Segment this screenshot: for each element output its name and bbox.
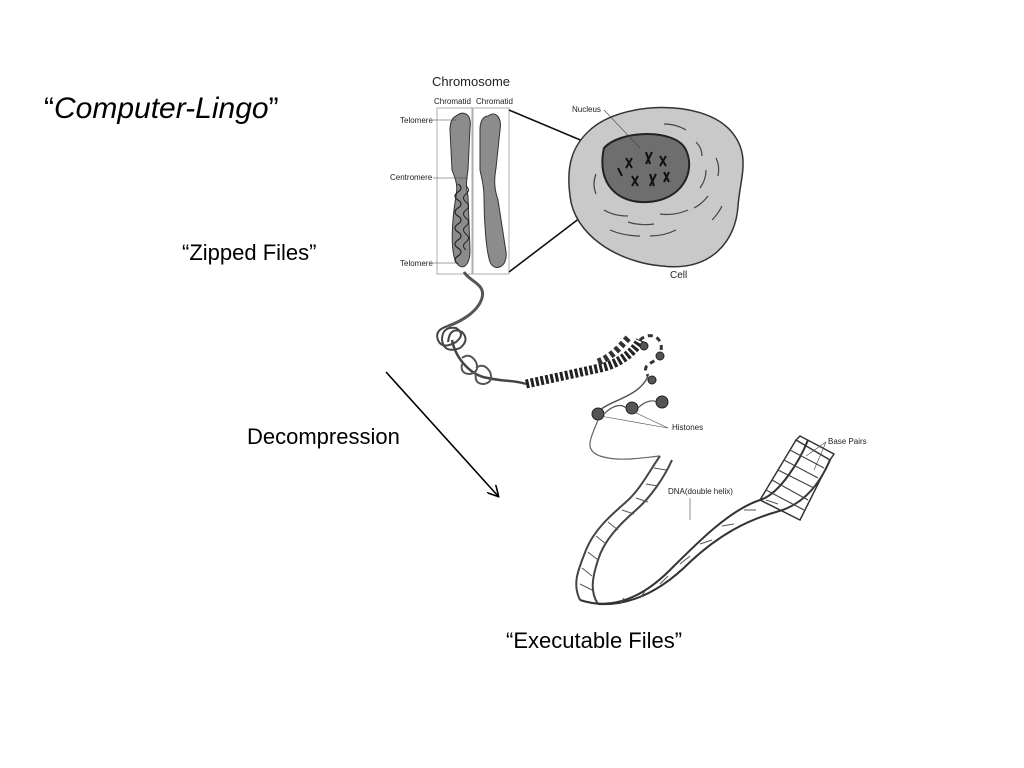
- decompression-label: Decompression: [247, 424, 400, 449]
- chromatin-fiber: Histones: [436, 271, 703, 460]
- chromatid-right: [479, 113, 507, 268]
- chromosome-label: Chromosome: [432, 74, 510, 89]
- telomere-bottom-label: Telomere: [400, 259, 433, 268]
- title-close-quote: ”: [268, 92, 279, 125]
- base-pairs-label: Base Pairs: [828, 437, 867, 446]
- nucleosomes: [591, 341, 669, 421]
- chromatid-left-box: [436, 107, 473, 275]
- base-pair-rungs: [579, 467, 779, 605]
- dna-double-helix: DNA(double helix) Base Pairs: [575, 435, 867, 606]
- chromatid-right-label: Chromatid: [476, 97, 513, 106]
- chromatid-right-box: [472, 107, 510, 275]
- telomere-top-label: Telomere: [400, 116, 433, 125]
- cell-label: Cell: [670, 270, 687, 281]
- chromatin-coil: [454, 183, 462, 265]
- ladder-rungs: [765, 449, 825, 511]
- dna-label: DNA(double helix): [668, 487, 733, 496]
- histones-label: Histones: [672, 423, 703, 432]
- slide-title: “Computer-Lingo”: [44, 92, 279, 126]
- nucleus-chromosomes: [617, 151, 670, 187]
- nucleus: [601, 133, 691, 204]
- chromosome: Chromosome Chromatid Chromatid Telomere …: [390, 74, 513, 275]
- nucleus-label: Nucleus: [572, 105, 601, 114]
- decompression-arrow: [385, 371, 498, 496]
- zipped-files-label: “Zipped Files”: [182, 240, 317, 265]
- chromatid-left-label: Chromatid: [434, 97, 471, 106]
- title-text: Computer-Lingo: [54, 92, 269, 125]
- centromere-label: Centromere: [390, 173, 433, 182]
- cell: Nucleus Cell: [568, 105, 744, 281]
- chromatin-coil-2: [463, 185, 469, 251]
- executable-files-label: “Executable Files”: [506, 628, 683, 653]
- title-open-quote: “: [44, 92, 54, 125]
- organelles: [593, 123, 723, 237]
